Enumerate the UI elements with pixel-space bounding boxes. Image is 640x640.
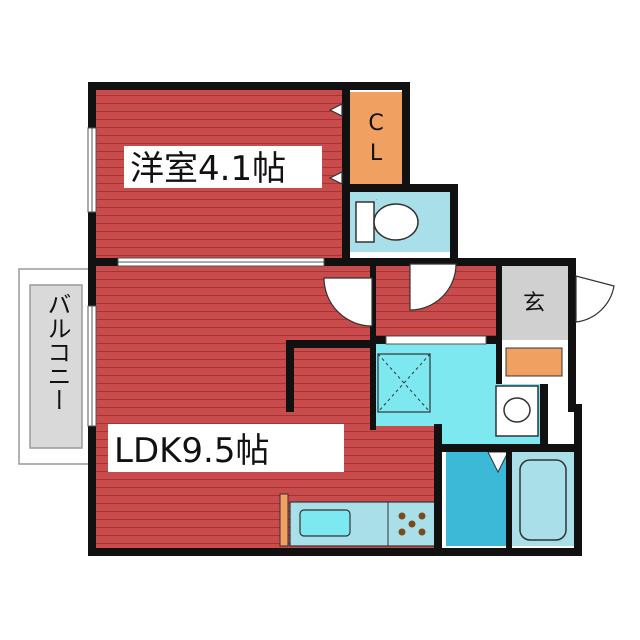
windows — [87, 127, 487, 427]
balcony-label: バルコニー — [43, 292, 71, 412]
doors — [323, 103, 615, 327]
bathroom — [446, 451, 574, 546]
svg-text:C: C — [368, 111, 383, 136]
entrance-floor — [500, 264, 568, 340]
closet-floor — [350, 92, 402, 184]
toilet-room — [350, 192, 450, 252]
svg-text:L: L — [370, 141, 383, 166]
kitchen-counter — [279, 493, 439, 547]
shoe-closet — [505, 347, 563, 377]
washroom — [376, 344, 544, 446]
ldk-floor — [96, 264, 440, 548]
closet-label: CL — [376, 199, 378, 201]
entrance-label: 玄 — [523, 291, 545, 316]
balcony — [18, 268, 92, 465]
ldk-label: LDK9.5帖 — [114, 431, 270, 471]
western-room-label: 洋室4.1帖 — [130, 149, 286, 189]
room-labels: 洋室4.1帖 C L CL LDK9.5帖 玄 — [108, 111, 545, 472]
